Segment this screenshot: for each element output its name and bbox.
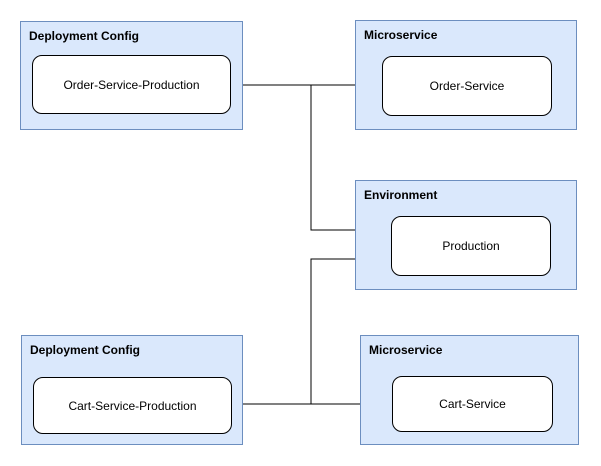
group-label: Deployment Config: [30, 343, 140, 357]
group-deployment-config-order[interactable]: Deployment Config Order-Service-Producti…: [20, 21, 243, 130]
group-microservice-cart[interactable]: Microservice Cart-Service: [360, 335, 579, 445]
group-microservice-order[interactable]: Microservice Order-Service: [355, 20, 577, 130]
node-label: Production: [442, 239, 500, 253]
group-environment[interactable]: Environment Production: [355, 180, 577, 290]
group-deployment-config-cart[interactable]: Deployment Config Cart-Service-Productio…: [21, 335, 243, 445]
group-label: Environment: [364, 188, 438, 202]
node-label: Order-Service-Production: [63, 77, 200, 92]
group-label: Deployment Config: [29, 29, 139, 43]
node-label: Cart-Service: [439, 397, 506, 411]
node-cart-service-production[interactable]: Cart-Service-Production: [33, 377, 232, 434]
node-order-service-production[interactable]: Order-Service-Production: [32, 55, 231, 114]
group-label: Microservice: [369, 343, 443, 357]
node-label: Order-Service: [429, 79, 505, 93]
node-production[interactable]: Production: [391, 216, 551, 276]
node-order-service[interactable]: Order-Service: [382, 56, 552, 116]
node-cart-service[interactable]: Cart-Service: [392, 376, 553, 432]
group-label: Microservice: [364, 28, 438, 42]
node-label: Cart-Service-Production: [68, 398, 197, 413]
